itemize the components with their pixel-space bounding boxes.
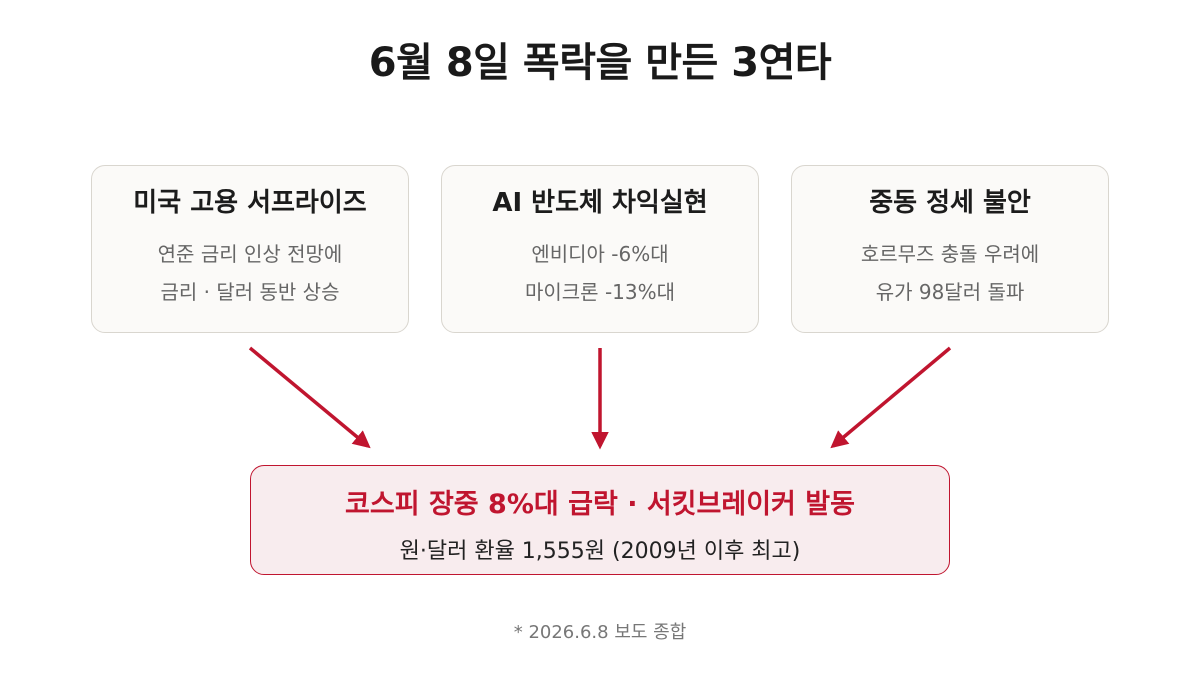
- arrow-right: [830, 346, 952, 449]
- cause-detail: 연준 금리 인상 전망에: [157, 242, 343, 266]
- cause-box-ai-semis: AI 반도체 차익실현 엔비디아 -6%대 마이크론 -13%대: [441, 165, 759, 333]
- footnote: * 2026.6.8 보도 종합: [513, 622, 687, 643]
- cause-detail: 호르무즈 충돌 우려에: [860, 242, 1040, 266]
- result-box: 코스피 장중 8%대 급락 · 서킷브레이커 발동 원·달러 환율 1,555원…: [250, 465, 950, 575]
- cause-title: 중동 정세 불안: [869, 188, 1031, 218]
- cause-detail: 마이크론 -13%대: [524, 280, 676, 304]
- cause-detail: 금리 · 달러 동반 상승: [160, 280, 340, 304]
- page-title: 6월 8일 폭락을 만든 3연타: [368, 40, 832, 86]
- result-title: 코스피 장중 8%대 급락 · 서킷브레이커 발동: [345, 489, 855, 520]
- cause-box-middle-east: 중동 정세 불안 호르무즈 충돌 우려에 유가 98달러 돌파: [791, 165, 1109, 333]
- cause-title: AI 반도체 차익실현: [492, 188, 708, 218]
- result-subtitle: 원·달러 환율 1,555원 (2009년 이후 최고): [399, 539, 801, 564]
- cause-detail: 엔비디아 -6%대: [531, 242, 669, 266]
- arrow-left: [248, 346, 371, 449]
- cause-detail: 유가 98달러 돌파: [875, 280, 1025, 304]
- cause-title: 미국 고용 서프라이즈: [133, 188, 367, 218]
- cause-box-us-jobs: 미국 고용 서프라이즈 연준 금리 인상 전망에 금리 · 달러 동반 상승: [91, 165, 409, 333]
